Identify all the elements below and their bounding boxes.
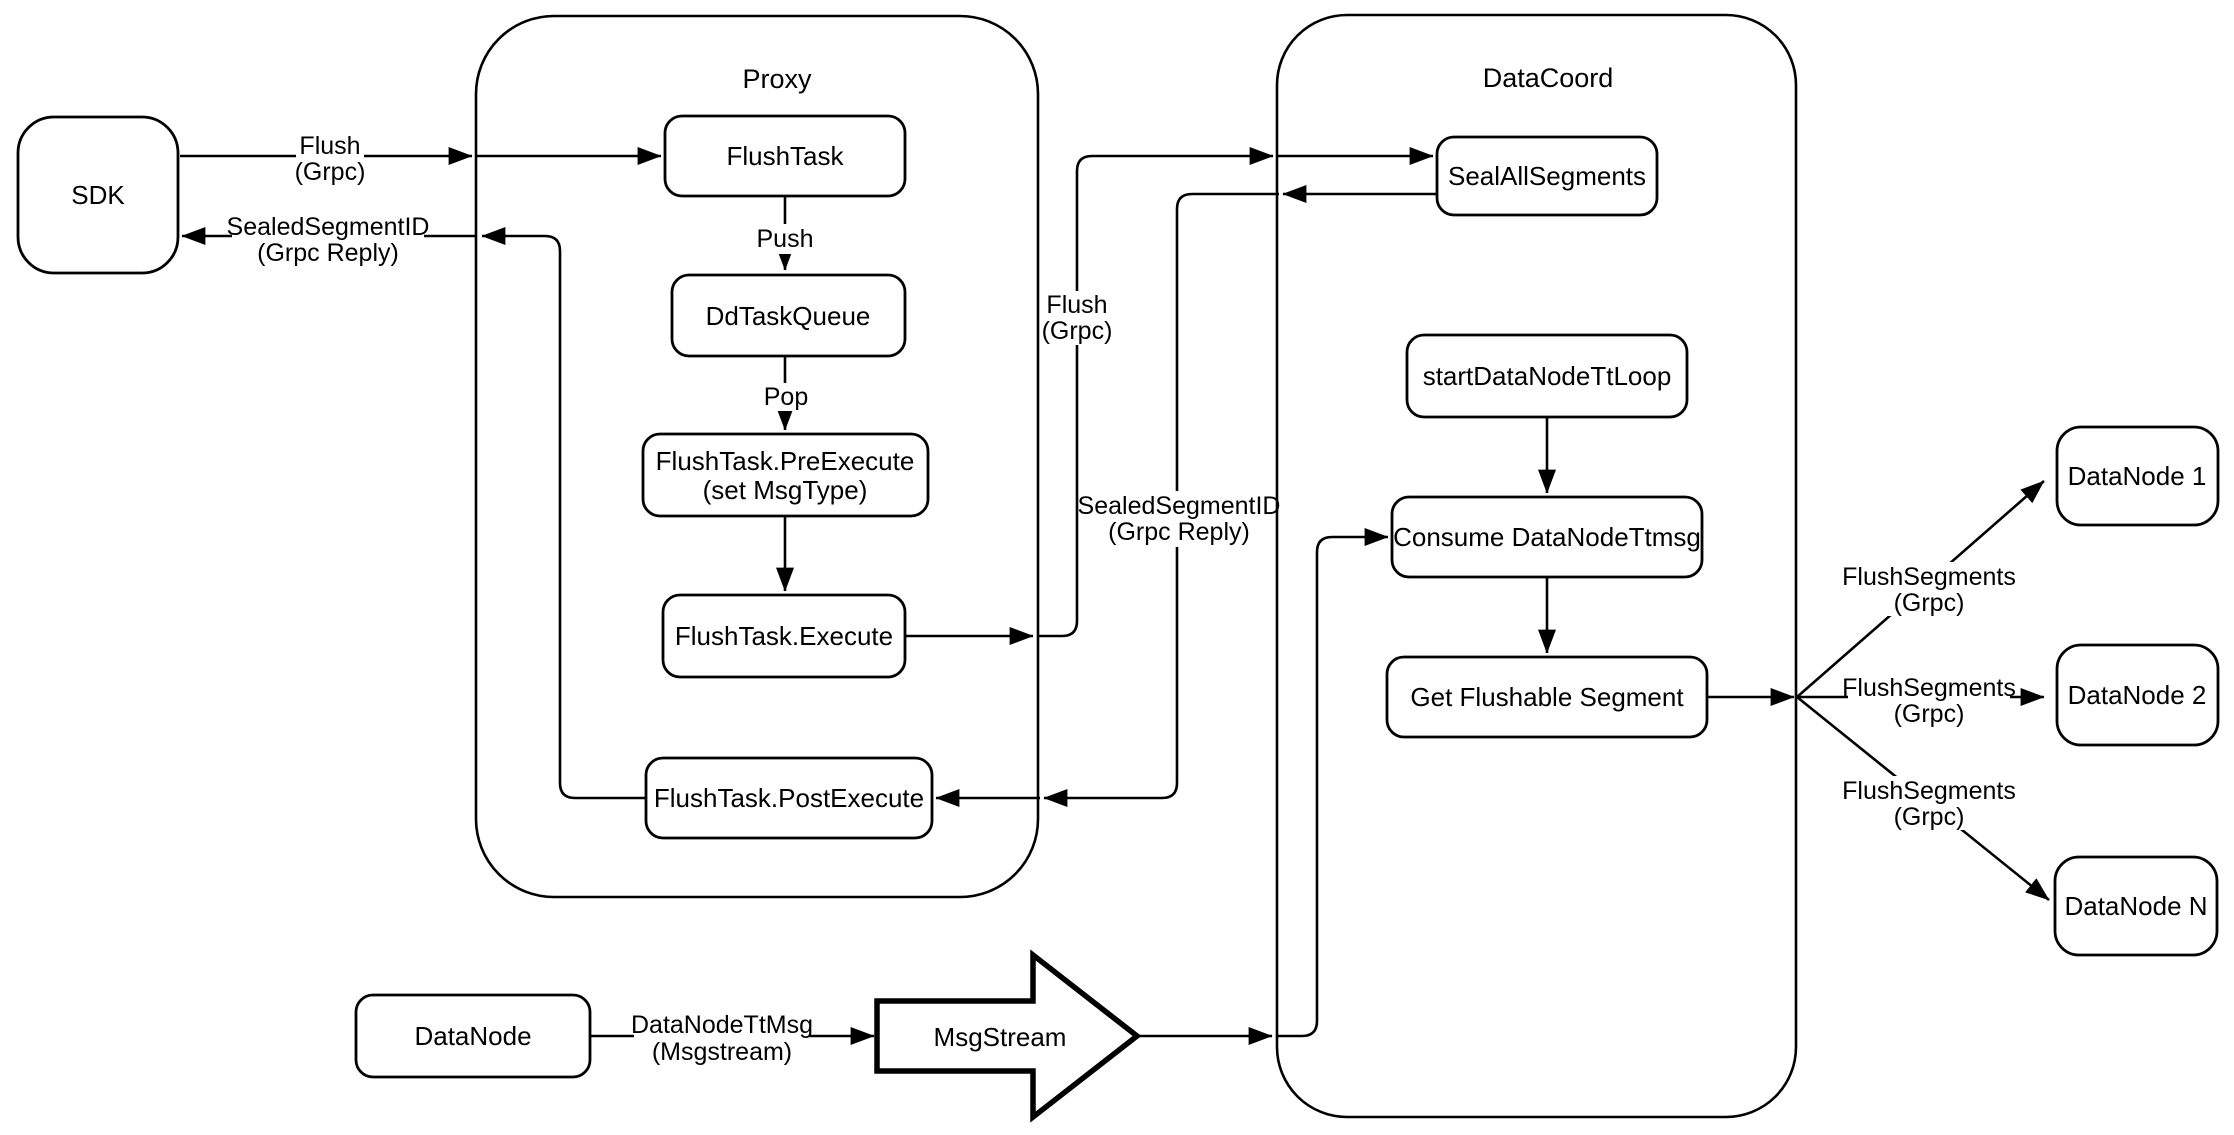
edge-label-text: (Grpc) [1894, 589, 1965, 617]
node-ddtaskqueue: DdTaskQueue [670, 273, 907, 358]
node-box [2053, 855, 2219, 957]
edge-label-text: (Grpc) [1894, 700, 1965, 728]
label-background [1848, 673, 2010, 727]
node-get-flushable-segment: Get Flushable Segment [1385, 655, 1709, 739]
node-datanode-1: DataNode 1 [2055, 425, 2220, 527]
label-background [1848, 562, 2010, 616]
edge-label-text: (Grpc Reply) [257, 239, 399, 267]
edge-label-flushsegments-3: FlushSegments (Grpc) [1842, 776, 2016, 831]
node-label: DataNode [414, 1021, 531, 1051]
edge-label-push: Push [757, 224, 814, 254]
node-box [1405, 333, 1689, 419]
edge-postexecute-to-proxy-border [481, 227, 646, 800]
node-box [1435, 135, 1659, 217]
edge-label-flush-grpc-mid: Flush (Grpc) [1042, 291, 1113, 345]
edge-label-text: Flush [1046, 291, 1107, 319]
edge-label-text: (Grpc) [1894, 803, 1965, 831]
node-flushtask: FlushTask [663, 114, 907, 198]
node-label: FlushTask.PostExecute [654, 783, 924, 813]
node-label: FlushTask [726, 141, 844, 171]
node-msgstream: MsgStream [874, 949, 1142, 1123]
label-background [1086, 491, 1274, 547]
edge-label-text: SealedSegmentID [1078, 492, 1281, 520]
node-startdatanodettloop: startDataNodeTtLoop [1405, 333, 1689, 419]
node-label: DdTaskQueue [706, 301, 871, 331]
edge-label-text: (Grpc Reply) [1108, 518, 1250, 546]
node-datanode-n: DataNode N [2053, 855, 2219, 957]
edge-label-pop: Pop [762, 383, 810, 411]
edge-label-sealedsegmentid-sdk: SealedSegmentID (Grpc Reply) [227, 213, 430, 267]
label-background [232, 213, 424, 267]
edge-label-text: (Msgstream) [652, 1038, 792, 1066]
edge-flush-to-datacoord-border [1038, 147, 1274, 638]
edge-label-text: Flush [299, 132, 360, 160]
node-box [663, 114, 907, 198]
node-box [641, 432, 930, 518]
node-box [670, 273, 907, 358]
node-label: startDataNodeTtLoop [1423, 361, 1672, 391]
edge-label-text: DataNodeTtMsg [631, 1011, 813, 1039]
edge-label-text: SealedSegmentID [227, 213, 430, 241]
proxy-container-title: Proxy [742, 64, 812, 94]
edge-label-text: FlushSegments [1842, 777, 2016, 805]
node-box [644, 756, 934, 840]
msgstream-block-arrow-shape [874, 949, 1142, 1123]
node-label: DataNode 1 [2068, 461, 2207, 491]
edge-label-datanodettmsg: DataNodeTtMsg (Msgstream) [631, 1010, 813, 1066]
node-box [1390, 495, 1704, 579]
node-box [16, 115, 180, 275]
label-background [1043, 291, 1111, 345]
edge-label-text: FlushSegments [1842, 563, 2016, 591]
datacoord-container-title: DataCoord [1483, 63, 1614, 93]
node-label: MsgStream [934, 1022, 1067, 1052]
edge-label-text: (Grpc) [1042, 317, 1113, 345]
node-label: FlushTask.PreExecute [656, 446, 915, 476]
edge-label-text: FlushSegments [1842, 674, 2016, 702]
node-datanode: DataNode [354, 993, 592, 1079]
node-flushtask-execute: FlushTask.Execute [661, 593, 907, 679]
node-label: SDK [71, 180, 125, 210]
node-label: Consume DataNodeTtmsg [1393, 522, 1701, 552]
label-background [1848, 776, 2010, 830]
edge-msgstream-to-consume [1276, 528, 1389, 1038]
node-flushtask-postexecute: FlushTask.PostExecute [644, 756, 934, 840]
label-background [762, 383, 810, 411]
node-consume-datanodettmsg: Consume DataNodeTtmsg [1390, 495, 1704, 579]
node-box [2055, 425, 2220, 527]
edge-label-text: Pop [764, 383, 808, 411]
node-box [1385, 655, 1709, 739]
node-datanode-2: DataNode 2 [2055, 643, 2220, 747]
node-box [661, 593, 907, 679]
node-label: DataNode 2 [2068, 680, 2207, 710]
label-background [296, 131, 364, 187]
label-background [634, 1010, 810, 1066]
node-label: SealAllSegments [1448, 161, 1646, 191]
node-box [2055, 643, 2220, 747]
edge-label-flush-grpc-sdk: Flush (Grpc) [295, 131, 366, 187]
node-label: Get Flushable Segment [1410, 682, 1684, 712]
label-background [757, 224, 813, 254]
node-sealallsegments: SealAllSegments [1435, 135, 1659, 217]
edge-label-flushsegments-2: FlushSegments (Grpc) [1842, 673, 2016, 728]
node-label: FlushTask.Execute [675, 621, 893, 651]
edge-label-sealedsegmentid-mid: SealedSegmentID (Grpc Reply) [1078, 491, 1281, 547]
node-label: DataNode N [2064, 891, 2207, 921]
edge-label-text: (Grpc) [295, 158, 366, 186]
node-label: (set MsgType) [703, 475, 868, 505]
node-box [354, 993, 592, 1079]
node-flushtask-preexecute: FlushTask.PreExecute (set MsgType) [641, 432, 930, 518]
edge-label-text: Push [757, 225, 814, 253]
node-sdk: SDK [16, 115, 180, 275]
edge-label-flushsegments-1: FlushSegments (Grpc) [1842, 562, 2016, 617]
